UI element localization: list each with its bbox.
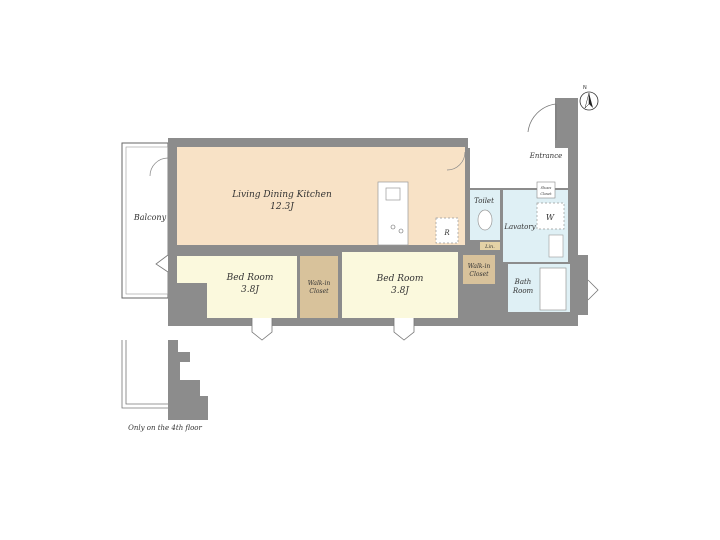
toilet-label: Toilet (474, 197, 494, 205)
fridge-label: R (443, 229, 450, 237)
ldk-balcony-door (149, 157, 169, 177)
toilet-icon (477, 209, 493, 231)
bedroom-2-size: 3.8J (391, 286, 410, 296)
balcony-label: Balcony (133, 213, 167, 222)
north-compass-icon: N (579, 85, 599, 111)
walk-in-closet-1 (300, 256, 338, 318)
ldk-room (177, 147, 465, 245)
lavatory-label: Lavatory (503, 223, 536, 231)
bedroom-1-label: Bed Room (226, 273, 274, 283)
ldk-door (446, 151, 466, 171)
bedroom-1-size: 3.8J (241, 285, 260, 295)
bathtub (539, 267, 567, 311)
balcony-door (155, 254, 169, 273)
entrance-label: Entrance (529, 152, 563, 160)
ldk-label: Living Dining Kitchen (231, 190, 332, 200)
wic-2-label-1: Walk-in (468, 263, 491, 270)
sink-icon (385, 187, 401, 201)
entrance-area (470, 148, 568, 188)
bath-window (587, 279, 599, 301)
linen-closet (480, 242, 500, 250)
washer-space (536, 202, 565, 230)
shoes-closet (536, 181, 556, 199)
kitchen-counter (377, 181, 409, 246)
basin-icon (548, 234, 564, 258)
bedroom-1 (177, 256, 297, 318)
walk-in-closet-2 (463, 255, 495, 284)
bath-label-2: Room (512, 287, 534, 295)
shoes-label-1: Shoes (541, 186, 552, 190)
bedroom-1-window-door (251, 318, 273, 341)
bath-label-1: Bath (514, 278, 532, 286)
shoes-label-2: Closet (540, 192, 552, 196)
fridge-space (435, 217, 459, 244)
wic-1-label-2: Closet (309, 288, 329, 295)
bedroom-2-window-door (393, 318, 415, 341)
stove-icon (390, 224, 404, 234)
bedroom-2 (342, 252, 458, 318)
compass-label: N (583, 85, 587, 91)
ldk-size: 12.3J (270, 202, 295, 212)
wic-2-label-2: Closet (469, 271, 489, 278)
wic-1-label-1: Walk-in (308, 280, 331, 287)
fourth-floor-note: Only on the 4th floor (128, 424, 202, 432)
bedroom-2-label: Bed Room (376, 274, 424, 284)
entrance-door (527, 103, 557, 140)
linen-label: Lin. (484, 244, 495, 250)
washer-label: W (546, 213, 555, 222)
balcony: Balcony (121, 142, 169, 299)
fourth-floor-inset: Only on the 4th floor (121, 340, 208, 432)
